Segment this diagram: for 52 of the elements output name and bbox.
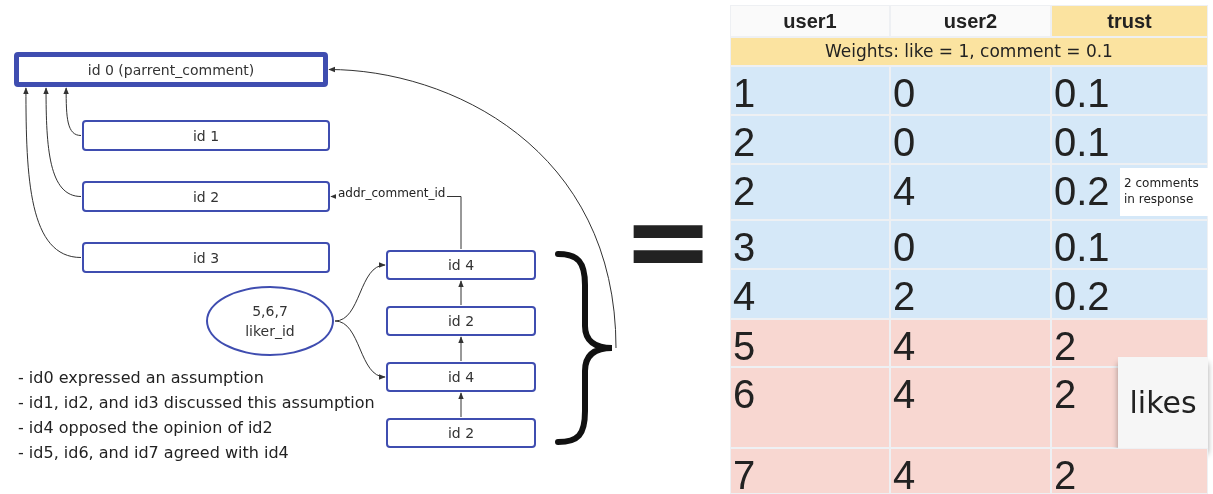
note-text: - id5, id6, and id7 agreed with id4 xyxy=(18,445,289,461)
comment-box: id 1 xyxy=(82,120,330,151)
table-cell: 0 xyxy=(890,220,1051,269)
sticky-note: likes xyxy=(1118,357,1208,448)
table-cell: 4 xyxy=(890,448,1051,494)
note-card: 2 comments in response xyxy=(1120,168,1208,216)
arrow xyxy=(23,87,82,258)
table-cell: 4 xyxy=(730,269,890,319)
edge-label: addr_comment_id xyxy=(336,186,448,200)
table-cell: 1 xyxy=(730,66,890,115)
arrow xyxy=(328,67,617,349)
table-cell: 0.1 xyxy=(1051,220,1208,269)
table-cell: 2 xyxy=(1051,448,1208,494)
table-cell: 2 xyxy=(890,269,1051,319)
comment-box: id 2 xyxy=(386,306,536,336)
table-cell: 4 xyxy=(890,319,1051,367)
table-cell: 7 xyxy=(730,448,890,494)
table-cell: 0.2 xyxy=(1051,269,1208,319)
table-cell: 5 xyxy=(730,319,890,367)
equals-sign: = xyxy=(622,186,715,296)
arrow xyxy=(334,320,386,379)
table-cell: 2 xyxy=(730,115,890,164)
arrow xyxy=(458,280,464,306)
column-header: user1 xyxy=(730,5,890,37)
comment-box: id 4 xyxy=(386,250,536,280)
liker-ellipse: 5,6,7 liker_id xyxy=(206,286,334,356)
comment-box: id 2 xyxy=(386,418,536,448)
table-cell: 3 xyxy=(730,220,890,269)
arrow xyxy=(63,87,82,136)
column-header: user2 xyxy=(890,5,1051,37)
arrow xyxy=(458,392,464,418)
table-cell: 0 xyxy=(890,115,1051,164)
table-cell: 4 xyxy=(890,164,1051,220)
comment-box: id 4 xyxy=(386,362,536,392)
arrow xyxy=(334,263,386,322)
table-cell: 0.1 xyxy=(1051,115,1208,164)
note-text: - id1, id2, and id3 discussed this assumption xyxy=(18,395,375,411)
arrow xyxy=(43,87,82,197)
column-header: trust xyxy=(1051,5,1208,37)
table-cell: 6 xyxy=(730,367,890,448)
note-text: - id4 opposed the opinion of id2 xyxy=(18,420,273,436)
curly-brace xyxy=(555,251,615,445)
table-cell: 0.1 xyxy=(1051,66,1208,115)
table-cell: 0 xyxy=(890,66,1051,115)
note-text: - id0 expressed an assumption xyxy=(18,370,264,386)
weights-banner: Weights: like = 1, comment = 0.1 xyxy=(730,37,1208,66)
table-cell: 4 xyxy=(890,367,1051,448)
comment-box: id 3 xyxy=(82,242,330,273)
table-cell: 2 xyxy=(730,164,890,220)
comment-box: id 0 (parrent_comment) xyxy=(14,52,328,87)
arrow xyxy=(458,336,464,362)
comment-box: id 2 xyxy=(82,181,330,212)
